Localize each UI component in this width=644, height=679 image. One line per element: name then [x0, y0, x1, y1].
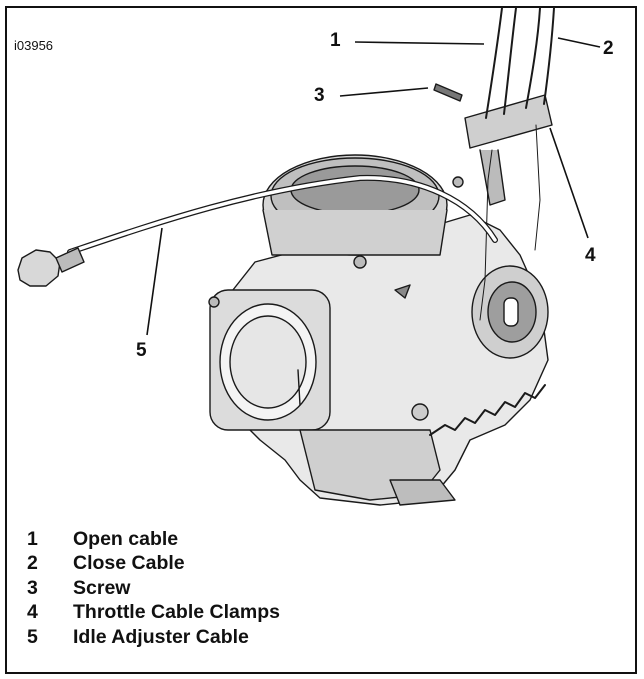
close-cable	[525, 7, 541, 109]
legend-item: 2 Close Cable	[27, 552, 280, 577]
cable-bracket	[464, 94, 553, 149]
legend-label: Throttle Cable Clamps	[73, 601, 280, 624]
legend-num: 5	[27, 625, 38, 648]
callout-2: 2	[603, 38, 614, 59]
legend-item: 1 Open cable	[27, 527, 280, 552]
leader-5	[146, 227, 163, 336]
legend: 1 Open cable 2 Close Cable 3 Screw 4 Throttl…	[27, 527, 280, 650]
legend-num: 2	[27, 552, 38, 575]
open-cable	[485, 7, 503, 119]
return-spring	[429, 384, 546, 436]
leader-1	[354, 41, 485, 45]
legend-item: 3 Screw	[27, 576, 280, 601]
screw	[433, 83, 463, 102]
leader-2	[557, 37, 601, 48]
callout-3: 3	[314, 85, 325, 106]
legend-num: 4	[27, 601, 38, 624]
legend-num: 1	[27, 527, 38, 550]
leader-4	[549, 127, 589, 239]
legend-label: Idle Adjuster Cable	[73, 625, 249, 648]
callout-5: 5	[136, 340, 147, 361]
legend-label: Screw	[73, 576, 131, 599]
figure-id: i03956	[14, 38, 54, 53]
callout-1: 1	[330, 30, 341, 51]
idle-adjuster-knob	[17, 249, 61, 287]
legend-item: 4 Throttle Cable Clamps	[27, 601, 280, 626]
legend-label: Close Cable	[73, 552, 185, 575]
leader-3	[339, 87, 429, 97]
legend-item: 5 Idle Adjuster Cable	[27, 625, 280, 650]
callout-4: 4	[585, 245, 596, 266]
legend-label: Open cable	[73, 527, 179, 550]
legend-num: 3	[27, 576, 38, 599]
